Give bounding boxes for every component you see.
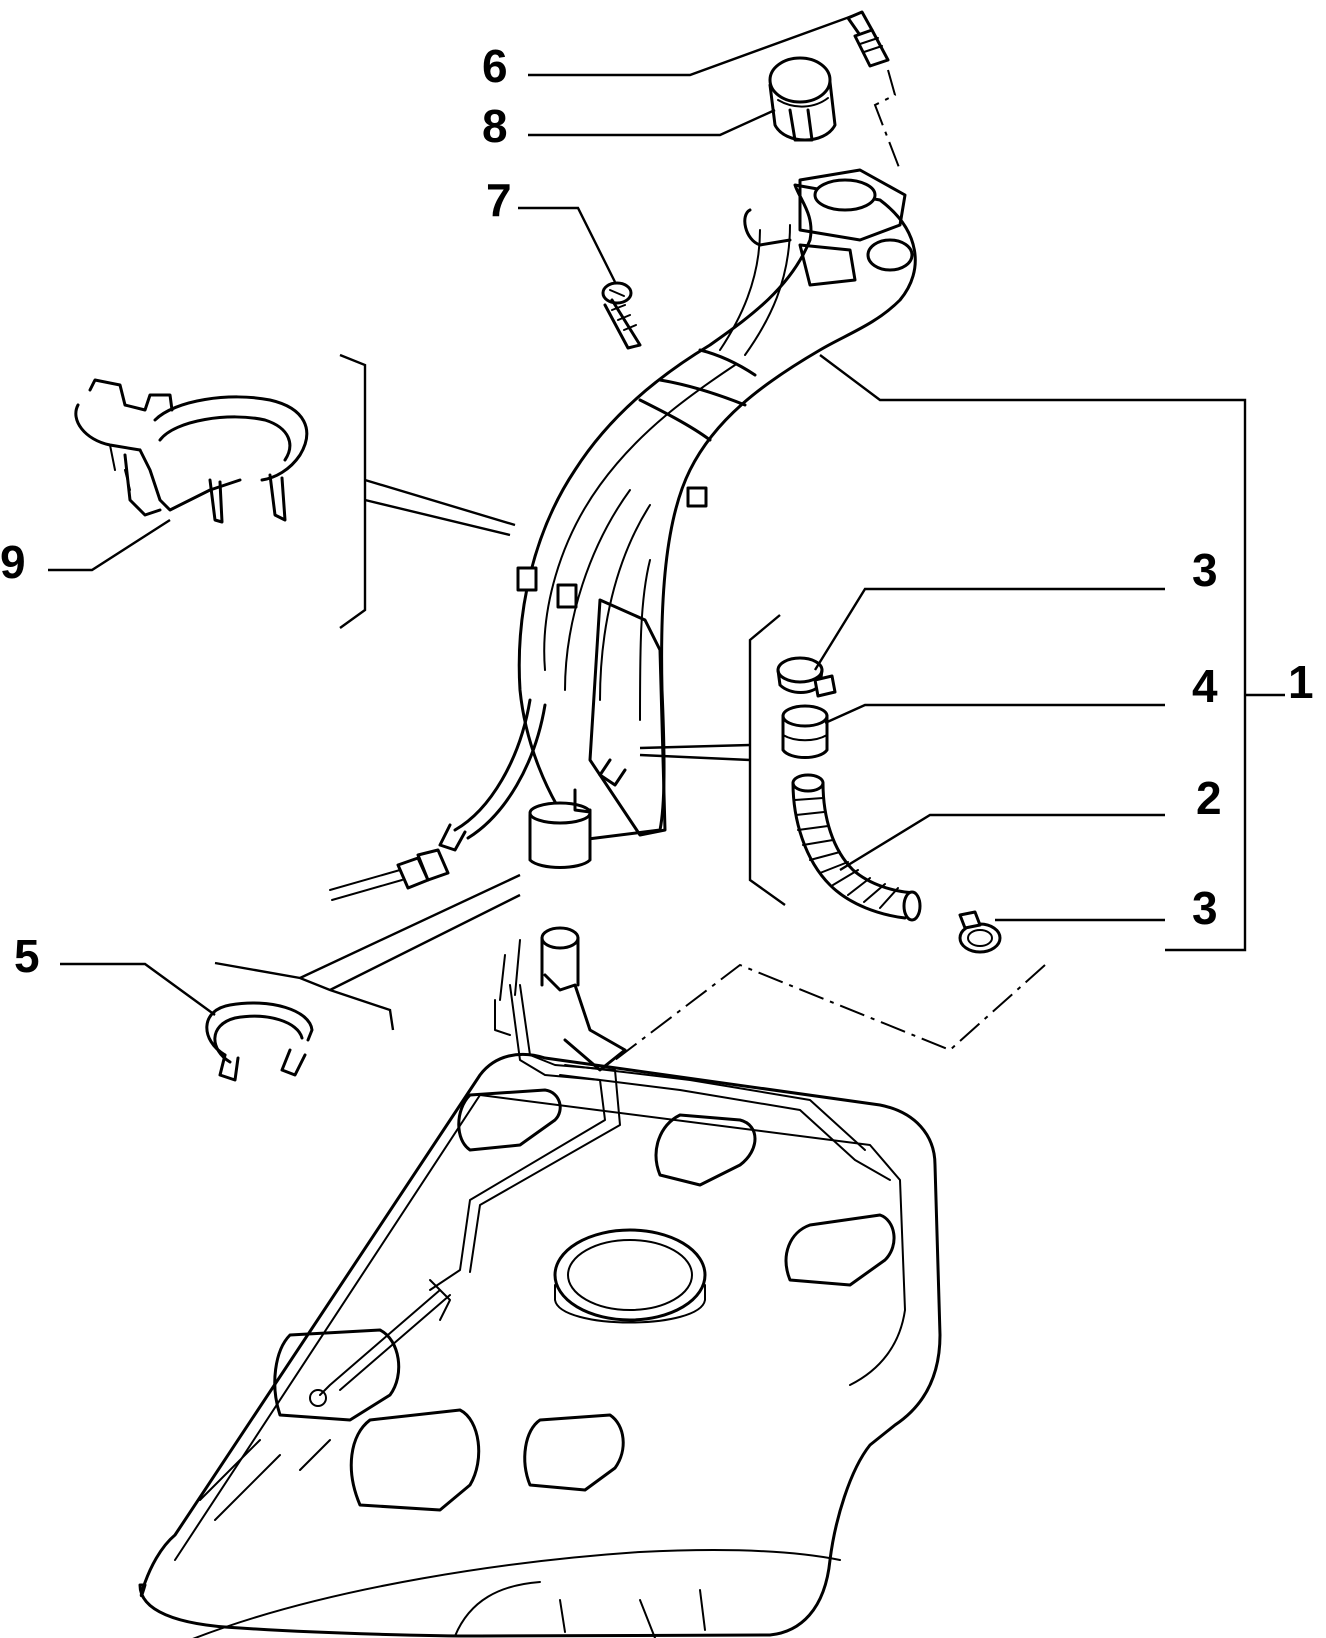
hose-part-2 [791, 773, 922, 922]
callout-8: 8 [482, 100, 508, 152]
callout-7: 7 [486, 174, 512, 226]
callout-numbers: 6 8 7 9 5 3 4 2 3 1 [0, 40, 1314, 982]
callout-9: 9 [0, 536, 26, 588]
cap-part-8 [768, 56, 837, 142]
callout-4: 4 [1192, 660, 1218, 712]
fuel-line-connector [329, 848, 450, 901]
clamp-part-9 [74, 378, 309, 524]
filler-pipe-assembly [438, 168, 917, 869]
clamp-part-5 [205, 1001, 314, 1082]
callout-5: 5 [14, 930, 40, 982]
alignment-lines [614, 69, 1046, 1061]
tank-filler-neck [494, 926, 627, 1072]
fuel-lines [309, 984, 891, 1407]
clip-part-3-top [776, 656, 837, 698]
callout-2: 2 [1196, 772, 1222, 824]
callout-6: 6 [482, 40, 508, 92]
clip-part-3-bottom [958, 910, 1002, 954]
callout-1: 1 [1288, 656, 1314, 708]
callout-3-bottom: 3 [1192, 882, 1218, 934]
pump-opening [553, 1228, 707, 1324]
fuel-tank [138, 926, 942, 1638]
fitting-part-6 [846, 10, 890, 68]
sleeve-part-4 [781, 704, 829, 759]
leader-lines [48, 13, 1285, 1031]
callout-3-top: 3 [1192, 544, 1218, 596]
screw-part-7 [601, 281, 642, 350]
